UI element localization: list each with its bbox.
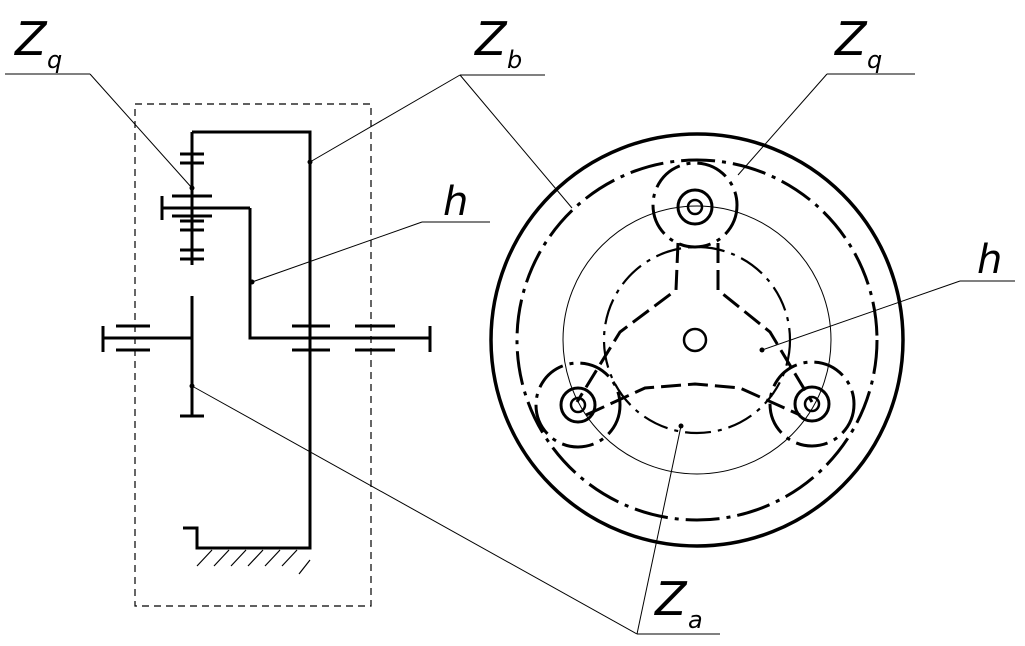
svg-text:b: b <box>507 46 522 74</box>
housing-boundary <box>134 103 372 607</box>
carrier-h <box>248 208 430 340</box>
planet-left <box>534 361 622 449</box>
ring-pitch-circle <box>515 158 879 522</box>
ring-gear-zb <box>183 130 312 550</box>
sun-pitch-circle <box>602 245 792 435</box>
label-h-right: h <box>977 237 1002 283</box>
front-view <box>489 132 905 548</box>
svg-text:q: q <box>867 46 882 74</box>
kinematic-scheme <box>101 103 432 607</box>
planet-top <box>651 161 739 249</box>
svg-text:q: q <box>47 46 62 74</box>
outer-ring <box>489 132 905 548</box>
leader-lines <box>5 73 1015 635</box>
svg-text:a: a <box>688 606 703 634</box>
carrier-circle <box>562 205 832 475</box>
label-zq-right: Z q <box>833 12 882 74</box>
svg-text:h: h <box>977 237 1002 283</box>
center-bore <box>682 327 708 353</box>
label-zq-left: Z q <box>13 12 62 74</box>
svg-text:h: h <box>443 179 468 225</box>
svg-text:Z: Z <box>833 12 868 66</box>
planet-right <box>768 360 856 448</box>
label-zb: Z b <box>473 12 522 74</box>
ground-hatching <box>196 549 311 575</box>
svg-text:Z: Z <box>653 572 688 626</box>
label-h-left: h <box>443 179 468 225</box>
svg-text:Z: Z <box>473 12 508 66</box>
svg-text:Z: Z <box>13 12 48 66</box>
label-za: Z a <box>653 572 703 634</box>
